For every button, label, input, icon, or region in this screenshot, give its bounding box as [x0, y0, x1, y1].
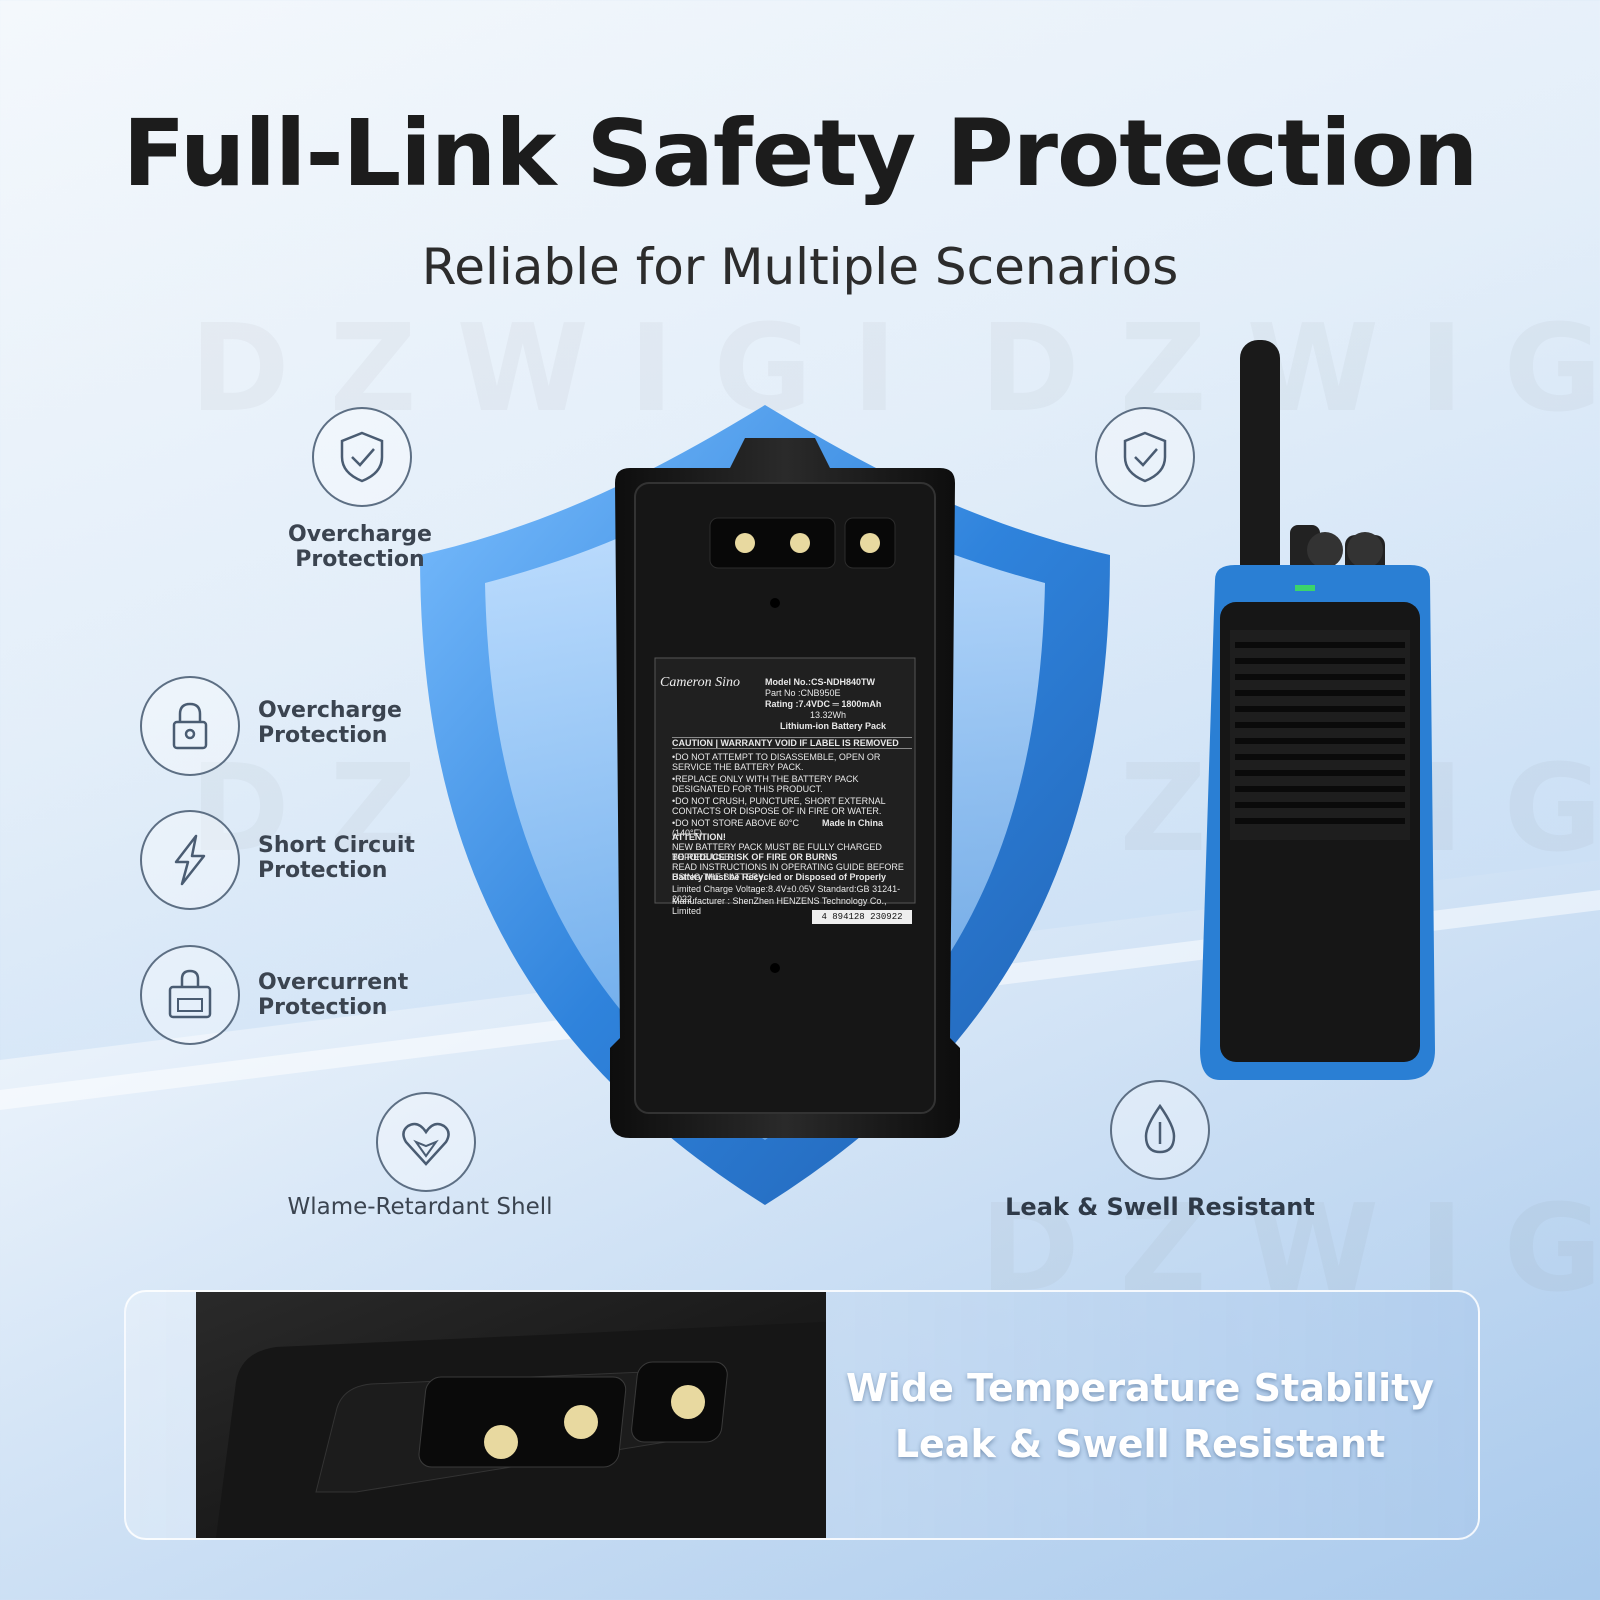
panel-line-2: Leak & Swell Resistant	[894, 1422, 1386, 1466]
feature-label: Overcharge	[258, 698, 402, 723]
attention-label: ATTENTION!	[672, 832, 726, 842]
attention-1: NEW BATTERY PACK MUST BE FULLY CHARGED B…	[672, 842, 882, 862]
feature-overcharge-top: Overcharge Protection	[270, 522, 450, 572]
watt-hours: 13.32Wh	[810, 710, 847, 720]
flame-shield-icon	[376, 1092, 476, 1192]
attention-2: TO REDUCE RISK OF FIRE OR BURNS	[672, 852, 838, 862]
battery-pack	[610, 438, 960, 1138]
page-title: Full-Link Safety Protection	[122, 100, 1479, 207]
battery-lock-icon	[140, 945, 240, 1045]
feature-flame-retardant: Wlame-Retardant Shell	[287, 1194, 553, 1220]
drop-icon	[1110, 1080, 1210, 1180]
warning-2: •REPLACE ONLY WITH THE BATTERY PACK DESI…	[672, 774, 859, 794]
shield-check-icon	[1095, 407, 1195, 507]
watermark: DZWIGI	[980, 1180, 1600, 1319]
feature-label: Protection	[258, 723, 388, 748]
feature-label: Protection	[258, 858, 388, 883]
watermark: DZWIGI	[980, 300, 1600, 439]
feature-label: Short Circuit	[258, 833, 415, 858]
panel-text: Wide Temperature Stability Leak & Swell …	[820, 1360, 1460, 1472]
battery-label: Cameron Sino	[660, 675, 910, 691]
rating: Rating :7.4VDC ═ 1800mAh	[765, 699, 882, 709]
page-subtitle: Reliable for Multiple Scenarios	[421, 238, 1179, 296]
model-number: Model No.:CS-NDH840TW	[765, 677, 875, 687]
manufacturer: Manufacturer : ShenZhen HENZENS Technolo…	[672, 896, 887, 916]
feature-label: Protection	[258, 995, 388, 1020]
feature-overcurrent: Overcurrent Protection	[258, 970, 458, 1020]
feature-label: Protection	[295, 547, 425, 572]
caution-label: CAUTION | WARRANTY VOID IF LABEL IS REMO…	[672, 737, 912, 749]
panel-line-1: Wide Temperature Stability	[845, 1366, 1435, 1410]
warning-1: •DO NOT ATTEMPT TO DISASSEMBLE, OPEN OR …	[672, 752, 881, 772]
charge-voltage: Limited Charge Voltage:8.4V±0.05V Standa…	[672, 884, 901, 904]
barcode: 4 894128 230922	[812, 910, 912, 924]
feature-label: Overcharge	[288, 522, 432, 547]
recycle-note: Battery Must be Recycled or Disposed of …	[672, 872, 887, 882]
two-way-radio	[1200, 340, 1435, 1080]
battery-type: Lithium-ion Battery Pack	[780, 721, 887, 731]
feature-overcharge: Overcharge Protection	[258, 698, 458, 748]
feature-panel	[124, 1290, 1480, 1540]
feature-label: Overcurrent	[258, 970, 409, 995]
battery-contacts-closeup	[196, 1292, 826, 1538]
lock-icon	[140, 676, 240, 776]
part-number: Part No :CNB950E	[765, 688, 841, 698]
made-in: Made In China	[822, 818, 884, 828]
feature-leak-swell: Leak & Swell Resistant	[1005, 1193, 1315, 1221]
shield-check-icon	[312, 407, 412, 507]
feature-short-circuit: Short Circuit Protection	[258, 833, 458, 883]
warning-4: •DO NOT STORE ABOVE 60°C (140°F)	[672, 818, 799, 838]
brand-label: Cameron Sino	[660, 675, 740, 690]
barcode-number: 4 894128 230922	[821, 912, 903, 922]
warning-3: •DO NOT CRUSH, PUNCTURE, SHORT EXTERNAL …	[672, 796, 886, 816]
attention-3: READ INSTRUCTIONS IN OPERATING GUIDE BEF…	[672, 862, 904, 882]
lightning-icon	[140, 810, 240, 910]
